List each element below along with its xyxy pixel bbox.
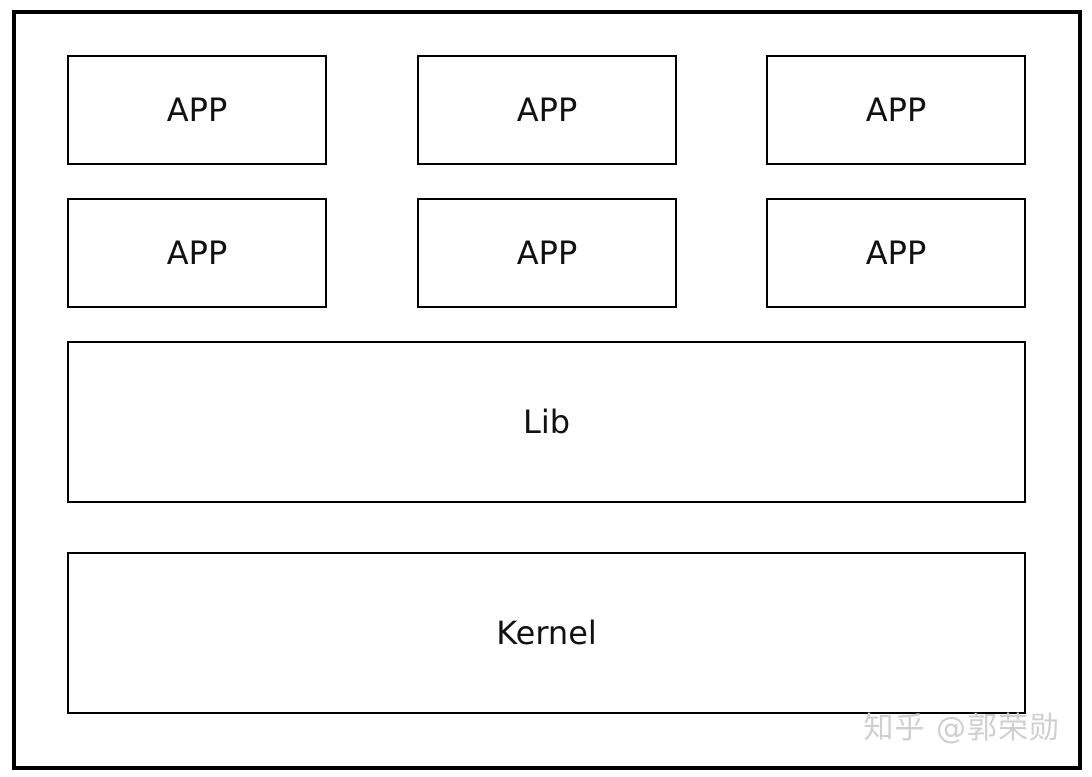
app-box-4: APP xyxy=(67,198,327,308)
app-box-2: APP xyxy=(417,55,677,165)
app-label: APP xyxy=(865,234,927,272)
app-box-5: APP xyxy=(417,198,677,308)
diagram-frame xyxy=(12,10,1082,770)
app-label: APP xyxy=(516,234,578,272)
app-box-3: APP xyxy=(766,55,1026,165)
kernel-layer: Kernel xyxy=(67,552,1026,714)
lib-label: Lib xyxy=(522,403,571,441)
watermark: 知乎 @郭荣勋 xyxy=(863,711,1060,746)
app-label: APP xyxy=(516,91,578,129)
app-label: APP xyxy=(166,91,228,129)
app-label: APP xyxy=(865,91,927,129)
lib-layer: Lib xyxy=(67,341,1026,503)
app-box-6: APP xyxy=(766,198,1026,308)
kernel-label: Kernel xyxy=(496,614,597,652)
app-label: APP xyxy=(166,234,228,272)
app-box-1: APP xyxy=(67,55,327,165)
